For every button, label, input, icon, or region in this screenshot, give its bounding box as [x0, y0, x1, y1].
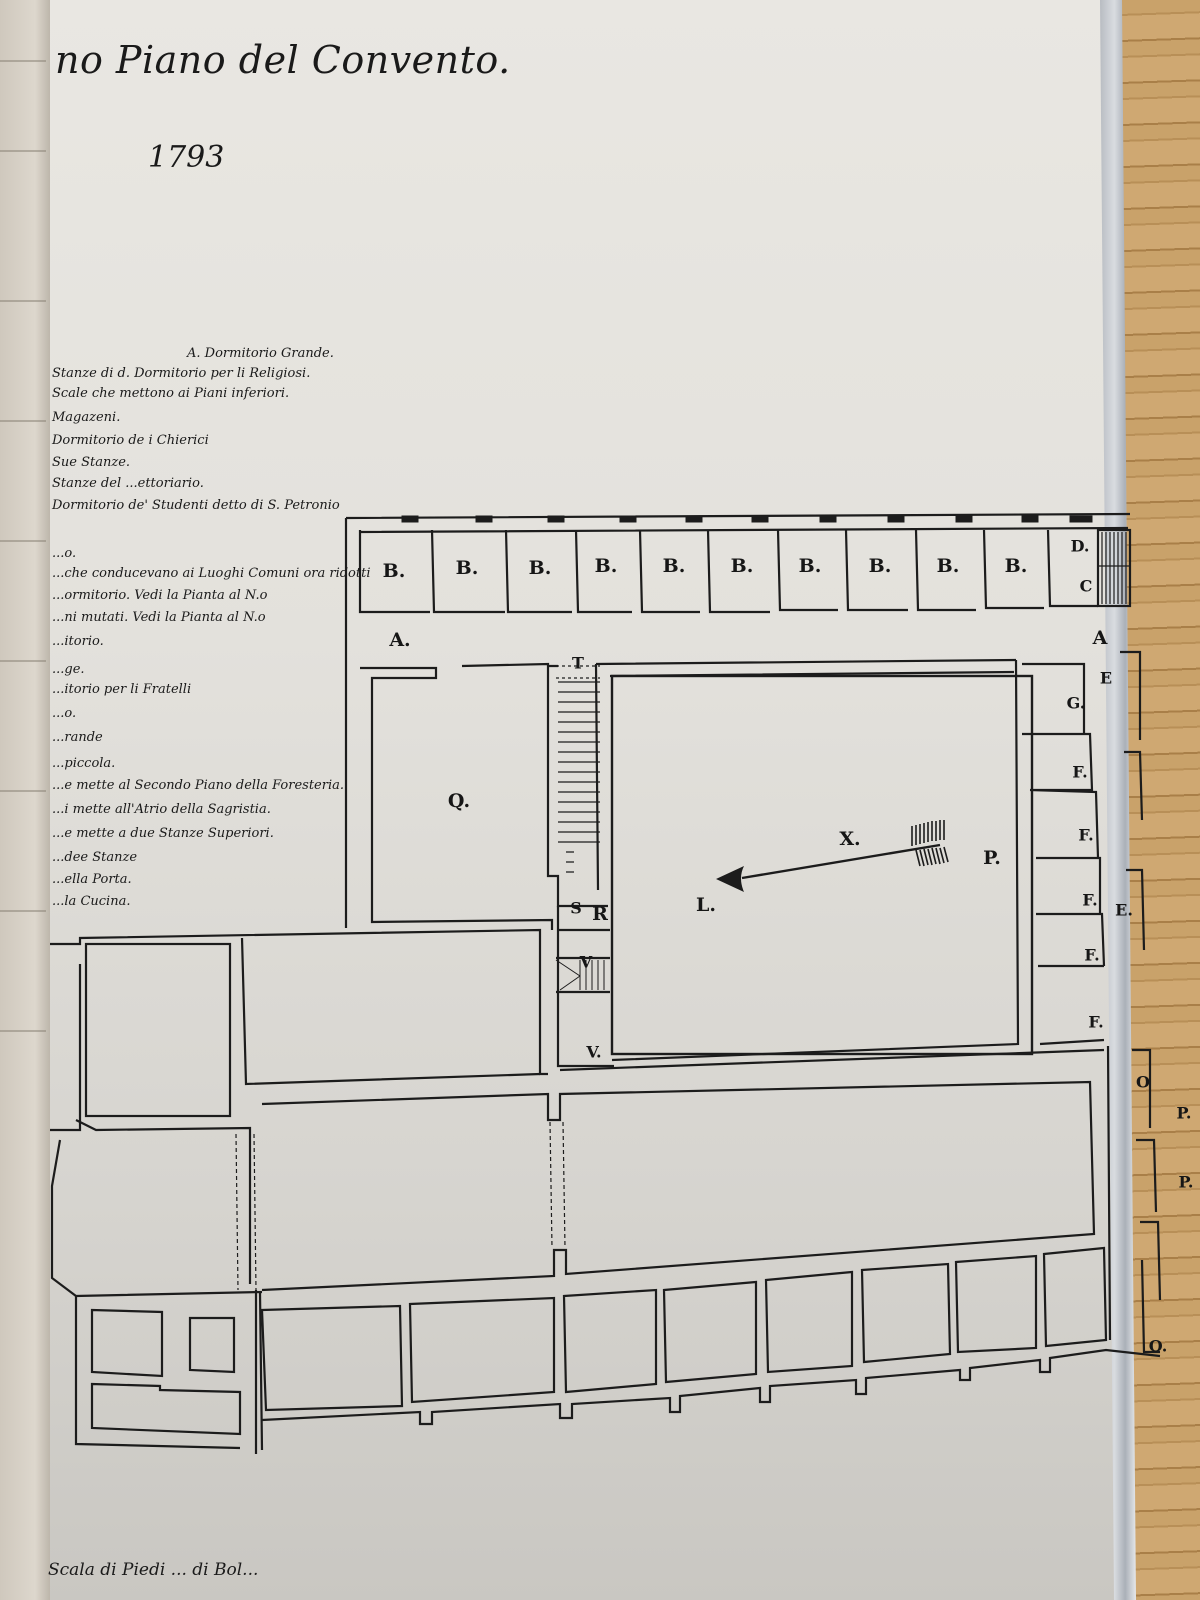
legend-item: A. Dormitorio Grande. [187, 346, 334, 361]
room-label-f: F. [1088, 1012, 1104, 1032]
room-label-b: B. [1004, 555, 1028, 577]
legend-item: Scale che mettono ai Piani inferiori. [52, 386, 290, 401]
legend-item: ...e mette a due Stanze Superiori. [52, 826, 274, 841]
room-label-b: B. [798, 555, 822, 577]
legend-item: ...dee Stanze [52, 850, 138, 865]
legend-item: Stanze di d. Dormitorio per li Religiosi… [52, 366, 311, 381]
room-label-p: P. [1178, 1172, 1194, 1192]
room-label-l: L. [696, 894, 716, 916]
north-arrow-icon [716, 820, 949, 892]
room-label-p: P. [1176, 1103, 1192, 1123]
room-label-a: A. [389, 629, 411, 651]
legend-item: ...ge. [52, 662, 85, 677]
room-label-d: D. [1070, 536, 1090, 556]
room-label-b: B. [662, 555, 686, 577]
room-label-x: X. [839, 828, 861, 850]
room-label-g: G. [1066, 693, 1086, 713]
room-label-v: V. [586, 1042, 602, 1062]
legend-item: ...itorio. [52, 634, 104, 649]
room-label-t: T [572, 653, 584, 673]
room-label-q: Q. [447, 790, 471, 812]
room-label-o: O [1136, 1072, 1150, 1092]
room-label-a: A [1092, 627, 1108, 649]
room-label-f: F. [1072, 762, 1088, 782]
legend-item: Dormitorio de' Studenti detto di S. Petr… [52, 498, 340, 513]
legend-item: Magazeni. [52, 410, 121, 425]
scale-caption: Scala di Piedi ... di Bol... [48, 1560, 259, 1580]
legend-item: ...rande [52, 730, 103, 745]
facing-page-fragment [0, 0, 50, 1600]
legend-item: ...ni mutati. Vedi la Pianta al N.o [52, 610, 266, 625]
room-label-b: B. [382, 560, 406, 582]
legend-item: ...i mette all'Atrio della Sagristia. [52, 802, 271, 817]
legend-item: ...o. [52, 546, 77, 561]
room-label-f: F. [1078, 825, 1094, 845]
room-label-e: E [1099, 668, 1113, 688]
room-label-s: S [570, 898, 582, 918]
legend-item: Sue Stanze. [52, 455, 131, 470]
legend-item: Stanze del ...ettoriario. [52, 476, 204, 491]
room-label-o: O. [1148, 1336, 1168, 1356]
room-label-r: R [592, 903, 608, 925]
room-label-b: B. [594, 555, 618, 577]
book-page [0, 0, 1132, 1600]
room-label-b: B. [528, 557, 552, 579]
room-label-b: B. [936, 555, 960, 577]
legend-item: ...o. [52, 706, 77, 721]
legend-item: Dormitorio de i Chierici [52, 433, 209, 448]
room-label-b: B. [730, 555, 754, 577]
plan-year: 1793 [148, 140, 225, 175]
room-label-v: V [579, 952, 593, 972]
legend-item: ...che conducevano ai Luoghi Comuni ora … [52, 566, 371, 581]
room-label-b: B. [455, 557, 479, 579]
room-label-f: F. [1084, 945, 1100, 965]
legend-item: ...piccola. [52, 756, 116, 771]
room-label-c: C [1079, 576, 1093, 596]
room-label-p: P. [983, 847, 1001, 869]
room-label-b: B. [868, 555, 892, 577]
legend-item: ...ella Porta. [52, 872, 132, 887]
legend-item: ...la Cucina. [52, 894, 131, 909]
legend-item: ...itorio per li Fratelli [52, 682, 192, 697]
legend-item: ...ormitorio. Vedi la Pianta al N.o [52, 588, 268, 603]
room-label-f: F. [1082, 890, 1098, 910]
legend-item: ...e mette al Secondo Piano della Forest… [52, 778, 345, 793]
plan-title: no Piano del Convento. [55, 38, 511, 82]
room-label-e: E. [1115, 900, 1133, 920]
